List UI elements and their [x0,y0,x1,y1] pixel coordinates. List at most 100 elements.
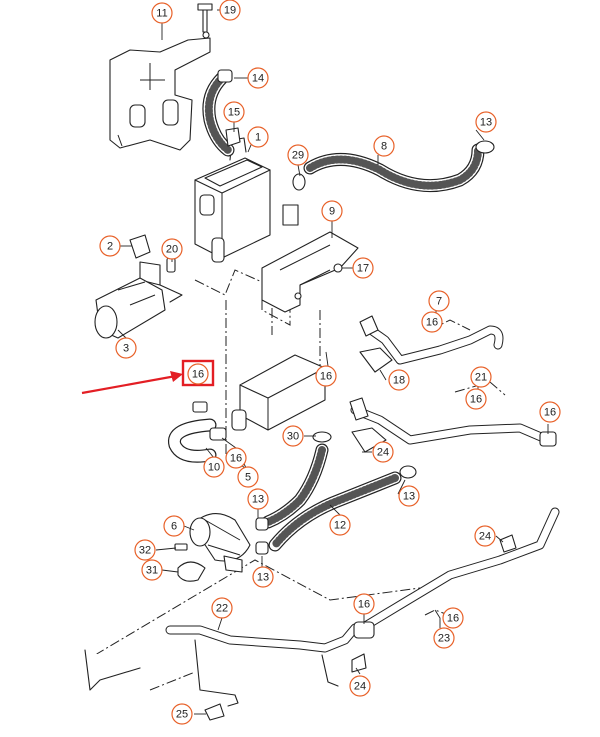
callout-number: 24 [354,681,366,693]
callout-ring [282,425,304,447]
callout-2: 2 [99,235,121,257]
callout-16a: 16 [421,311,443,333]
callout-23: 23 [433,627,455,649]
callout-13d: 13 [252,566,274,588]
callout-number: 18 [393,375,405,387]
callout-ring [219,0,241,21]
callout-number: 13 [252,494,264,506]
callout-16h: 16 [442,607,464,629]
callout-ring [161,238,183,260]
callout-24c: 24 [349,675,371,697]
callout-number: 22 [216,603,228,615]
pipe-21 [349,397,557,453]
callout-16f: 16 [225,447,247,469]
callout-ring [465,388,487,410]
callout-ring [428,290,450,312]
callout-number: 1 [255,132,261,144]
callout-number: 2 [107,241,113,253]
callout-6: 6 [163,515,185,537]
callout-number: 21 [475,372,487,384]
exhaust-muffler [168,354,326,463]
callout-18: 18 [388,369,410,391]
callout-7: 7 [428,290,450,312]
callout-16e: 16 [539,401,561,423]
bracket-9 [261,231,359,313]
callout-ring [287,144,309,166]
hose-8 [292,140,495,193]
callout-number: 17 [357,263,369,275]
callout-number: 5 [245,472,251,484]
callout-8: 8 [373,135,395,157]
callout-13a: 13 [475,111,497,133]
callout-ring [211,597,233,619]
callout-number: 16 [470,394,482,406]
highlight-box [181,359,215,387]
callout-ring [151,2,173,24]
callout-1: 1 [247,126,269,148]
callout-number: 7 [436,296,442,308]
callout-number: 32 [139,545,151,557]
callout-number: 15 [228,107,240,119]
callout-ring [421,311,443,333]
callout-number: 29 [292,150,304,162]
callout-16d: 16 [465,388,487,410]
callout-number: 20 [166,244,178,256]
callout-24b: 24 [474,525,496,547]
callout-31: 31 [141,559,163,581]
callout-29: 29 [287,144,309,166]
callout-ring [225,447,247,469]
callout-ring [388,369,410,391]
callout-21: 21 [470,366,492,388]
pipe-22 [84,623,360,707]
callout-ring [433,627,455,649]
callout-3: 3 [115,337,137,359]
callout-30: 30 [282,425,304,447]
callout-number: 16 [447,613,459,625]
callout-ring [134,539,156,561]
callout-number: 25 [176,709,188,721]
callout-number: 13 [480,117,492,129]
callout-ring [99,235,121,257]
callout-number: 24 [479,531,491,543]
callout-number: 31 [146,565,158,577]
callout-number: 16 [358,599,370,611]
callout-11: 11 [151,2,173,24]
callout-16c: 16 [315,365,337,387]
callout-number: 12 [334,520,346,532]
callout-ring [115,337,137,359]
callout-ring [187,363,209,385]
small-hose [202,69,241,157]
callout-ring [247,67,269,89]
callout-10: 10 [203,456,225,478]
callout-ring [475,111,497,133]
callout-ring [353,593,375,615]
callout-9: 9 [321,200,343,222]
callout-ring [470,366,492,388]
assembly-outline [94,269,506,691]
callout-ring [223,101,245,123]
callout-ring [237,466,259,488]
burner-pipe [94,234,183,339]
callout-ring [163,515,185,537]
callout-ring [373,135,395,157]
callout-25: 25 [171,703,193,725]
callout-17: 17 [352,257,374,279]
hose-12 [255,431,417,555]
callout-24a: 24 [372,441,394,463]
callout-number: 16 [544,407,556,419]
pipe-7 [359,315,504,373]
callout-5: 5 [237,466,259,488]
pipe-23 [204,507,560,721]
callout-number: 16 [426,317,438,329]
callout-number: 8 [381,141,387,153]
callout-ring [398,485,420,507]
callout-number: 9 [329,206,335,218]
callout-number: 10 [208,462,220,474]
callout-number: 16 [320,371,332,383]
callout-number: 16 [192,369,204,381]
callout-15: 15 [223,101,245,123]
callout-ring [203,456,225,478]
callout-ring [442,607,464,629]
